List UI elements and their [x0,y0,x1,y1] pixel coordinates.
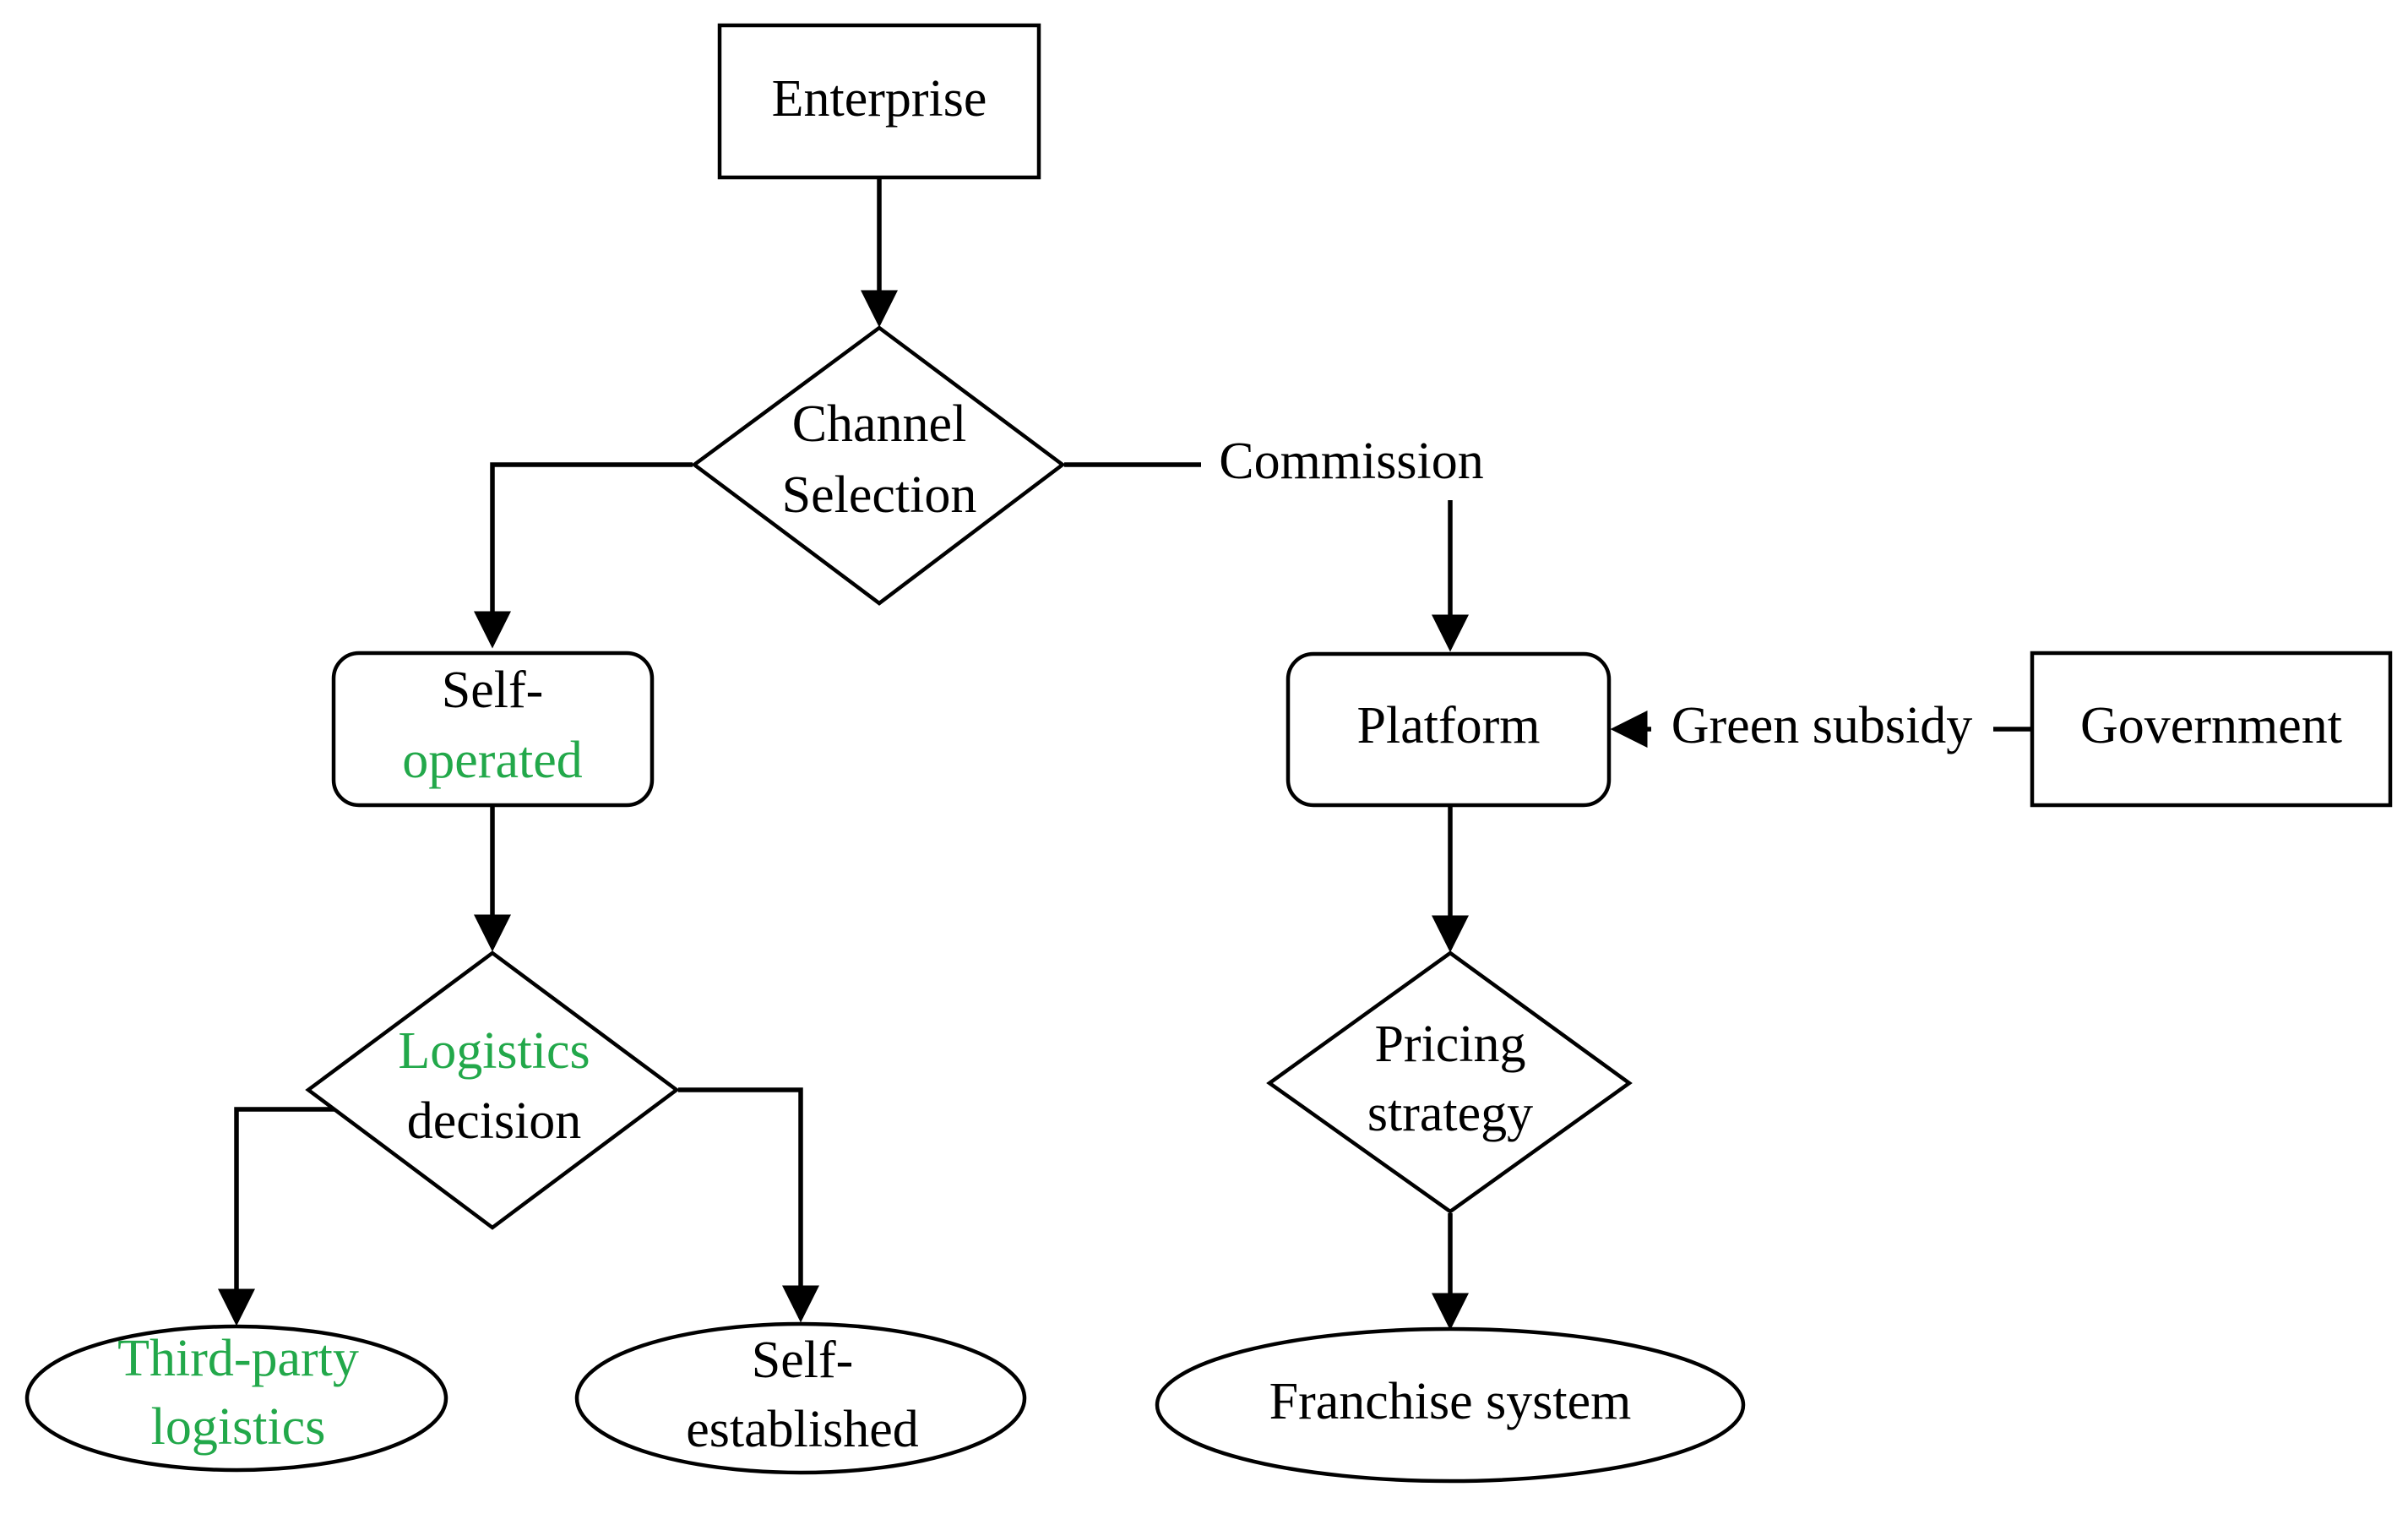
logistics-decision-label-line1: Logistics [398,1022,590,1080]
commission-label: Commission [1219,433,1484,490]
government-node: Government [2030,651,2393,808]
platform-label: Platform [1357,697,1541,754]
enterprise-node: Enterprise [717,23,1041,180]
connector-channel-to-self-operated [474,462,693,649]
green-subsidy-label: Green subsidy [1671,697,1972,754]
franchise-system-node: Franchise system [1155,1326,1746,1484]
pricing-strategy-label-line1: Pricing [1374,1016,1525,1073]
self-operated-label-line2: operated [402,732,582,789]
channel-selection-label-line2: Selection [782,466,977,524]
connectors [218,179,2032,1331]
franchise-system-label: Franchise system [1269,1373,1632,1430]
third-party-logistics-label-line2: logistics [151,1398,326,1456]
government-label: Government [2080,697,2342,754]
logistics-decision-node: Logistics decision [305,950,680,1230]
self-established-label-line1: Self- [752,1332,854,1389]
logistics-decision-label-line2: decision [407,1092,582,1150]
enterprise-label: Enterprise [772,70,987,128]
third-party-logistics-node: Third-party logistics [24,1324,448,1473]
third-party-logistics-label-line1: Third-party [117,1330,359,1387]
platform-node: Platform [1286,651,1612,808]
pricing-strategy-label-line2: strategy [1367,1085,1533,1142]
self-operated-node: Self- operated [331,651,655,808]
self-established-node: Self- established [574,1321,1027,1475]
self-operated-label-line1: Self- [442,662,544,719]
commission-label-group: Commission [1203,433,1498,498]
self-established-label-line2: established [686,1401,919,1458]
green-subsidy-label-group: Green subsidy [1671,697,1972,754]
pricing-strategy-node: Pricing strategy [1266,950,1633,1214]
connector-logistics-to-third-party [218,1107,340,1326]
connector-logistics-to-self-established [678,1087,819,1323]
channel-selection-node: Channel Selection [691,325,1066,606]
channel-selection-label-line1: Channel [792,395,967,453]
